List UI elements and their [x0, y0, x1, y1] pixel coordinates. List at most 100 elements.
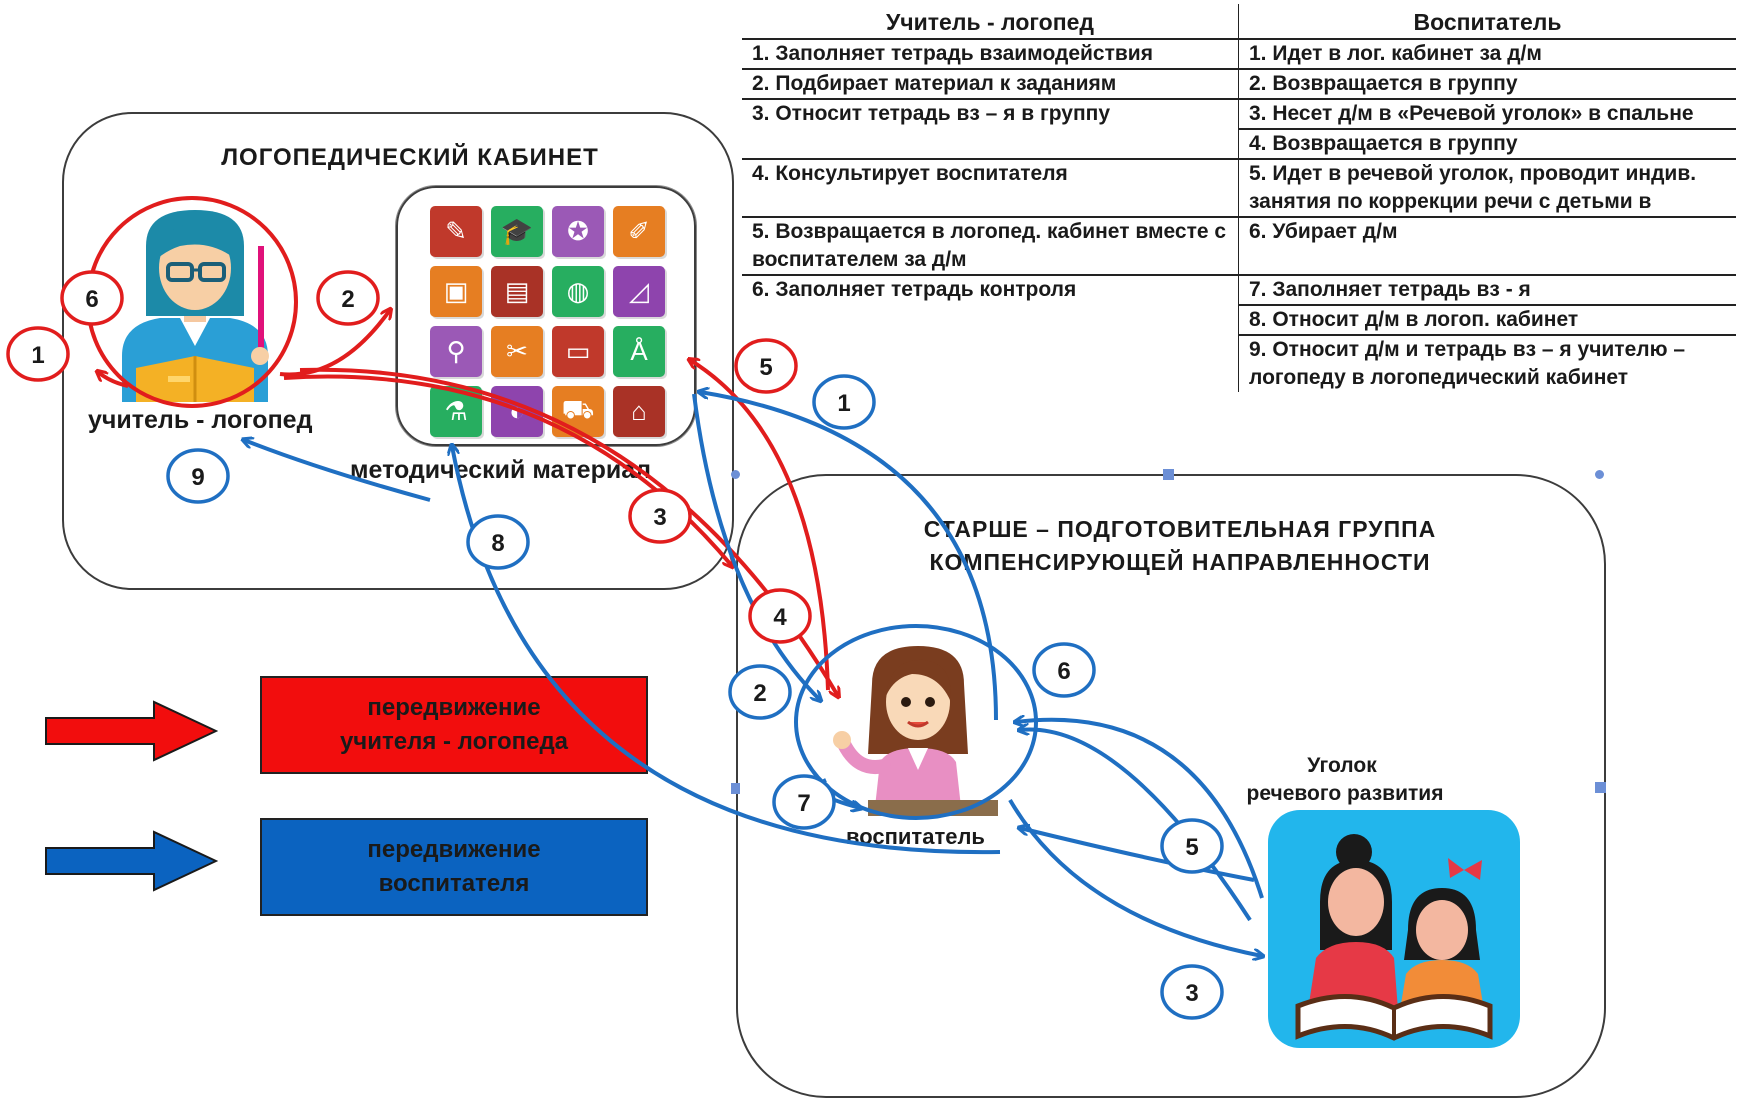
table-cell: 3. Несет д/м в «Речевой уголок» в спальн… [1238, 99, 1736, 130]
svg-text:2: 2 [753, 680, 766, 707]
svg-text:6: 6 [85, 286, 98, 313]
table-row: 4. Консультирует воспитателя 5. Идет в р… [742, 159, 1736, 218]
red-step-marker: 4 [748, 588, 812, 644]
blue-step-marker: 7 [772, 774, 836, 830]
table-cell: 6. Заполняет тетрадь контроля [742, 275, 1239, 305]
responsibilities-table: Учитель - логопед Воспитатель 1. Заполня… [742, 4, 1736, 392]
blue-step-marker: 6 [1032, 642, 1096, 698]
vacuum-icon: ✎ [430, 206, 482, 257]
set-square-icon: ◿ [613, 266, 665, 317]
red-path-5 [690, 360, 830, 691]
blue-step-marker: 8 [466, 514, 530, 570]
legend-red-line2: учителя - логопеда [339, 728, 569, 755]
table-cell: 6. Убирает д/м [1238, 217, 1736, 276]
red-path-1 [98, 372, 129, 388]
svg-text:8: 8 [491, 530, 504, 557]
table-cell: 1. Идет в лог. кабинет за д/м [1238, 39, 1736, 70]
red-path-4 [299, 367, 838, 696]
selection-handle [731, 470, 740, 479]
table-row: 9. Относит д/м и тетрадь вз – я учителю … [742, 335, 1736, 392]
table-cell: 5. Идет в речевой уголок, проводит индив… [1238, 159, 1736, 218]
scissors-icon: ✂ [491, 326, 543, 377]
blue-path-4 [1016, 720, 1264, 899]
table-cell: 2. Подбирает материал к заданиям [742, 69, 1239, 100]
blue-path-3 [1008, 798, 1262, 956]
table-cell: 8. Относит д/м в логоп. кабинет [1238, 305, 1736, 336]
award-ribbon-icon: ✪ [552, 206, 604, 257]
table-cell: 1. Заполняет тетрадь взаимодействия [742, 39, 1239, 70]
legend-blue-box: передвижение воспитателя [260, 818, 648, 916]
blue-step-marker: 2 [728, 664, 792, 720]
table-cell: 9. Относит д/м и тетрадь вз – я учителю … [1249, 338, 1686, 389]
red-step-marker: 3 [628, 488, 692, 544]
red-step-marker: 1 [6, 326, 70, 382]
book-icon: ▤ [491, 266, 543, 317]
svg-text:3: 3 [1185, 980, 1198, 1007]
table-row: 3. Относит тетрадь вз – я в группу 3. Не… [742, 99, 1736, 130]
blue-step-marker: 1 [812, 374, 876, 430]
selection-handle [731, 783, 740, 794]
red-step-marker: 5 [734, 338, 798, 394]
legend-red-line1: передвижение [367, 694, 541, 721]
selection-handle [1595, 782, 1606, 793]
svg-text:5: 5 [759, 354, 772, 381]
table-row: 2. Подбирает материал к заданиям 2. Возв… [742, 69, 1736, 100]
legend-red-box: передвижение учителя - логопеда [260, 676, 648, 774]
educator-figure [833, 646, 998, 816]
compass-icon: Å [613, 326, 665, 377]
svg-text:7: 7 [797, 790, 810, 817]
blue-path-1 [700, 392, 998, 721]
table-row: 6. Заполняет тетрадь контроля 7. Заполня… [742, 275, 1736, 306]
table-header-speech-therapist: Учитель - логопед [742, 4, 1239, 39]
svg-text:9: 9 [191, 464, 204, 491]
methodical-materials-label: методический материал [350, 456, 651, 484]
group-title-line1: СТАРШЕ – ПОДГОТОВИТЕЛЬНАЯ ГРУППА [923, 516, 1437, 542]
table-cell: 7. Заполняет тетрадь вз - я [1238, 275, 1736, 306]
blue-step-marker: 5 [1160, 818, 1224, 874]
table-cell: 4. Консультирует воспитателя [742, 159, 1239, 218]
methodical-materials-grid: ✎ 🎓 ✪ ✐ ▣ ▤ ◍ ◿ ⚲ ✂ ▭ Å ⚗ ◐ ⛟ ⌂ [430, 206, 666, 437]
table-cell: 4. Возвращается в группу [1238, 129, 1736, 160]
svg-text:5: 5 [1185, 834, 1198, 861]
table-row: 1. Заполняет тетрадь взаимодействия 1. И… [742, 39, 1736, 70]
table-cell [742, 305, 1239, 335]
speech-therapist-figure [122, 210, 269, 402]
group-title-line2: КОМПЕНСИРУЮЩЕЙ НАПРАВЛЕННОСТИ [929, 549, 1431, 575]
pencil-note-icon: ✐ [613, 206, 665, 257]
table-row: 5. Возвращается в логопед. кабинет вмест… [742, 217, 1736, 276]
table-row: 8. Относит д/м в логоп. кабинет [742, 305, 1736, 336]
speech-therapist-label: учитель - логопед [88, 406, 313, 434]
materials-frame [396, 186, 696, 446]
legend-blue-line1: передвижение [367, 836, 541, 863]
blue-step-marker: 9 [166, 448, 230, 504]
museum-icon: ⌂ [613, 386, 665, 437]
selection-handle [1595, 470, 1604, 479]
table-cell [742, 129, 1239, 160]
legend-blue-arrow [45, 830, 218, 892]
id-card-icon: ▭ [552, 326, 604, 377]
svg-text:4: 4 [773, 604, 787, 631]
table-row: 4. Возвращается в группу [742, 129, 1736, 160]
blue-path-6 [1020, 730, 1252, 922]
svg-text:2: 2 [341, 286, 354, 313]
paperclip-icon: ⚲ [430, 326, 482, 377]
blue-path-5 [1020, 828, 1255, 882]
speech-corner-title-line2: речевого развития [1246, 782, 1444, 805]
svg-text:1: 1 [837, 390, 850, 417]
table-cell: 5. Возвращается в логопед. кабинет вмест… [742, 217, 1239, 276]
globe-icon: ◍ [552, 266, 604, 317]
speech-room-title: ЛОГОПЕДИЧЕСКИЙ КАБИНЕТ [221, 144, 599, 171]
blue-step-marker: 3 [1160, 964, 1224, 1020]
speech-corner-title-line1: Уголок [1307, 754, 1377, 777]
speech-corner-figure [1268, 810, 1520, 1048]
graduation-cap-icon: 🎓 [491, 206, 543, 257]
selection-handle [1163, 469, 1174, 480]
legend-blue-line2: воспитателя [378, 870, 530, 897]
table-cell: 2. Возвращается в группу [1238, 69, 1736, 100]
blue-path-2 [692, 393, 820, 700]
svg-text:1: 1 [31, 342, 44, 369]
blue-path-8 [452, 446, 1001, 855]
svg-text:6: 6 [1057, 658, 1070, 685]
red-step-marker: 6 [60, 270, 124, 326]
